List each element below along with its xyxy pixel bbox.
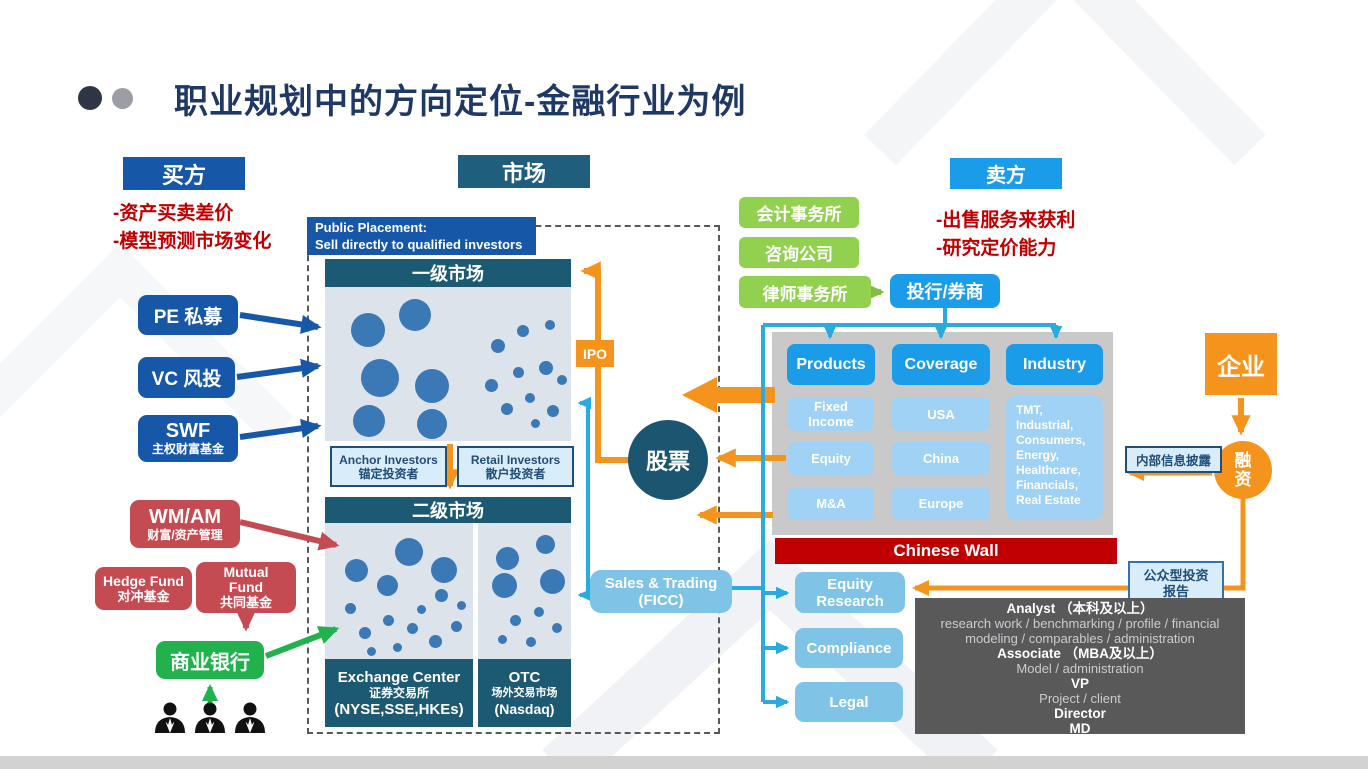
commercial-bank-box: 商业银行 bbox=[156, 641, 264, 679]
career-line: research work / benchmarking / profile /… bbox=[940, 616, 1220, 631]
ma-box: M&A bbox=[788, 487, 874, 520]
wm-am-box: WM/AM 财富/资产管理 bbox=[130, 500, 240, 548]
public-placement-line2: Sell directly to qualified investors bbox=[315, 237, 523, 252]
career-line: Director bbox=[1054, 706, 1106, 721]
exchange-center-codes: (NYSE,SSE,HKEs) bbox=[334, 700, 464, 718]
financing-circle: 融资 bbox=[1214, 441, 1272, 499]
primary-market-title: 一级市场 bbox=[325, 259, 571, 287]
person-icon bbox=[235, 702, 265, 733]
europe-box: Europe bbox=[892, 487, 990, 520]
chinese-wall-bar: Chinese Wall bbox=[775, 538, 1117, 564]
consulting-firm-box: 咨询公司 bbox=[739, 237, 859, 268]
career-line: Analyst （本科及以上） bbox=[1006, 601, 1154, 616]
stock-circle: 股票 bbox=[628, 420, 708, 500]
wm-am-label: WM/AM bbox=[148, 506, 222, 528]
career-line: Project / client bbox=[1039, 691, 1121, 706]
exchange-center-footer: Exchange Center 证券交易所 (NYSE,SSE,HKEs) bbox=[325, 659, 473, 727]
anchor-investors-en: Anchor Investors bbox=[339, 452, 438, 467]
ipo-box: IPO bbox=[576, 340, 614, 367]
otc-codes: (Nasdaq) bbox=[494, 700, 555, 717]
anchor-investors-zh: 锚定投资者 bbox=[358, 466, 419, 481]
person-icon bbox=[155, 702, 185, 733]
exchange-center-zh: 证券交易所 bbox=[368, 685, 429, 700]
exchange-center-en: Exchange Center bbox=[337, 668, 461, 686]
buy-side-point-2: -模型预测市场变化 bbox=[113, 231, 272, 252]
public-placement-line1: Public Placement: bbox=[315, 220, 427, 235]
china-box: China bbox=[892, 442, 990, 475]
page-title: 职业规划中的方向定位-金融行业为例 bbox=[174, 83, 747, 121]
otc-en: OTC bbox=[508, 668, 541, 686]
primary-market-panel bbox=[325, 287, 571, 441]
retail-investors-box: Retail Investors 散户投资者 bbox=[457, 446, 574, 487]
products-header: Products bbox=[787, 344, 875, 385]
equity-box: Equity bbox=[788, 442, 874, 475]
coverage-header: Coverage bbox=[892, 344, 990, 385]
law-firm-box: 律师事务所 bbox=[739, 276, 871, 308]
retail-investors-en: Retail Investors bbox=[470, 452, 561, 467]
otc-panel bbox=[478, 523, 571, 659]
industry-list-box: TMT, Industrial, Consumers, Energy, Heal… bbox=[1006, 396, 1103, 520]
wm-am-sublabel: 财富/资产管理 bbox=[147, 528, 223, 542]
buy-side-header: 买方 bbox=[123, 157, 245, 190]
company-box: 企业 bbox=[1205, 333, 1277, 395]
market-header: 市场 bbox=[458, 155, 590, 188]
sales-trading-line1: Sales & Trading bbox=[604, 574, 718, 592]
public-placement-note: Public Placement: Sell directly to quali… bbox=[307, 217, 536, 255]
hedge-fund-label: Hedge Fund bbox=[103, 573, 184, 589]
sales-trading-box: Sales & Trading (FICC) bbox=[590, 570, 732, 613]
career-line: Associate （MBA及以上） bbox=[997, 646, 1163, 661]
sell-side-point-1: -出售服务来获利 bbox=[936, 210, 1076, 231]
bottom-strip bbox=[0, 756, 1368, 769]
equity-research-box: Equity Research bbox=[795, 572, 905, 613]
swf-box: SWF 主权财富基金 bbox=[138, 415, 238, 462]
mutual-fund-sublabel: 共同基金 bbox=[219, 595, 272, 610]
secondary-market-title: 二级市场 bbox=[325, 497, 571, 523]
sales-trading-line2: (FICC) bbox=[638, 591, 684, 609]
swf-sublabel: 主权财富基金 bbox=[151, 442, 224, 456]
title-bullet-gray-icon bbox=[112, 88, 133, 109]
career-line: MD bbox=[1069, 721, 1091, 736]
fixed-income-box: Fixed Income bbox=[788, 397, 874, 431]
mutual-fund-box: Mutual Fund 共同基金 bbox=[196, 562, 296, 613]
anchor-investors-box: Anchor Investors 锚定投资者 bbox=[330, 446, 447, 487]
industry-header: Industry bbox=[1006, 344, 1103, 385]
mutual-fund-label: Mutual Fund bbox=[223, 564, 269, 595]
career-line: VP bbox=[1070, 676, 1089, 691]
sell-side-header: 卖方 bbox=[950, 158, 1062, 189]
exchange-panel bbox=[325, 523, 473, 659]
career-line: Model / administration bbox=[1016, 661, 1144, 676]
career-ladder-box: Analyst （本科及以上） research work / benchmar… bbox=[915, 598, 1245, 736]
swf-label: SWF bbox=[165, 420, 211, 442]
person-icon bbox=[195, 702, 225, 733]
usa-box: USA bbox=[892, 397, 990, 431]
internal-disclosure-box: 内部信息披露 bbox=[1125, 446, 1222, 473]
sell-side-point-2: -研究定价能力 bbox=[936, 238, 1057, 259]
retail-investors-zh: 散户投资者 bbox=[485, 466, 546, 481]
accounting-firm-box: 会计事务所 bbox=[739, 197, 859, 228]
title-bullet-dark-icon bbox=[78, 86, 102, 110]
pe-box: PE 私募 bbox=[138, 295, 238, 335]
otc-zh: 场外交易市场 bbox=[491, 686, 558, 699]
career-line: modeling / comparables / administration bbox=[965, 631, 1195, 646]
hedge-fund-box: Hedge Fund 对冲基金 bbox=[95, 567, 192, 610]
hedge-fund-sublabel: 对冲基金 bbox=[117, 589, 170, 604]
investment-bank-box: 投行/券商 bbox=[890, 274, 1000, 308]
otc-footer: OTC 场外交易市场 (Nasdaq) bbox=[478, 659, 571, 727]
buy-side-point-1: -资产买卖差价 bbox=[113, 203, 234, 224]
compliance-box: Compliance bbox=[795, 628, 903, 668]
vc-box: VC 风投 bbox=[138, 357, 235, 398]
legal-box: Legal bbox=[795, 682, 903, 722]
